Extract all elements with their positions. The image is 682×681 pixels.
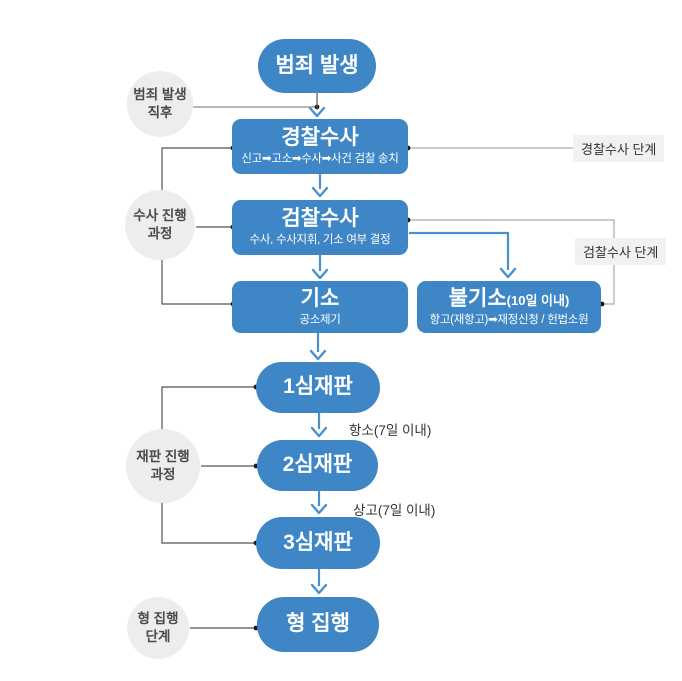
node-title: 1심재판 (283, 375, 353, 399)
wire-trial1-to-trial2 (310, 413, 328, 438)
node-title: 불기소 (448, 286, 507, 310)
node-title-row: 불기소(10일 이내) (449, 287, 570, 311)
phase-line: 과정 (150, 467, 176, 482)
node-prosecution-investigation: 검찰수사 수사, 수사지휘, 기소 여부 결정 (232, 200, 408, 255)
wire-police-to-prosecution (311, 174, 329, 198)
node-title-note: (10일 이내) (506, 292, 570, 308)
wire-after-crime (193, 104, 320, 110)
edge-label-final-appeal: 상고(7일 이내) (353, 503, 436, 518)
stage-label-police: 경찰수사 단계 (573, 135, 665, 162)
wire-trial3-to-execution (310, 569, 328, 595)
wire-crime-to-police (308, 93, 326, 118)
phase-line: 과정 (147, 226, 173, 241)
edge-label-appeal: 항소(7일 이내) (349, 423, 432, 438)
node-title: 경찰수사 (281, 126, 359, 150)
node-second-trial: 2심재판 (257, 440, 378, 491)
phase-circle-after-crime: 범죄 발생 직후 (127, 71, 193, 137)
phase-line: 형 집행 (137, 611, 179, 627)
wire-execution-stage (190, 625, 259, 631)
wire-prosecution-to-nonindictment (409, 231, 517, 279)
node-third-trial: 3심재판 (256, 517, 380, 569)
node-subtitle: 신고➡고소➡수사➡사건 검찰 송치 (241, 153, 399, 166)
wire-police-stage (405, 145, 578, 151)
wire-prosecution-to-indictment (311, 255, 329, 280)
node-title: 기소 (300, 286, 340, 310)
phase-circle-trial: 재판 진행 과정 (126, 429, 200, 503)
node-crime-occurrence: 범죄 발생 (258, 39, 376, 93)
node-sentence-execution: 형 집행 (257, 597, 379, 652)
node-title: 3심재판 (283, 530, 353, 554)
node-subtitle: 항고(재항고)➡재정신청 / 헌법소원 (429, 313, 589, 326)
node-first-trial: 1심재판 (256, 362, 380, 413)
node-title: 범죄 발생 (275, 53, 359, 77)
phase-circle-execution: 형 집행 단계 (127, 597, 189, 659)
phase-line: 단계 (145, 629, 171, 644)
node-non-indictment: 불기소(10일 이내) 항고(재항고)➡재정신청 / 헌법소원 (417, 281, 601, 333)
phase-line: 직후 (147, 105, 173, 120)
phase-line: 범죄 발생 (133, 87, 187, 103)
phase-circle-investigation: 수사 진행 과정 (125, 190, 195, 260)
wire-indictment-to-trial1 (309, 333, 327, 361)
node-subtitle: 수사, 수사지휘, 기소 여부 결정 (249, 234, 391, 247)
wire-trial2-to-trial3 (310, 491, 328, 515)
node-title: 검찰수사 (281, 207, 359, 231)
node-subtitle: 공소제기 (299, 313, 341, 326)
node-title: 형 집행 (286, 612, 350, 636)
stage-label-prosecution: 검찰수사 단계 (575, 238, 667, 265)
node-indictment: 기소 공소제기 (232, 281, 408, 333)
node-title: 2심재판 (282, 453, 353, 477)
phase-line: 수사 진행 (133, 208, 187, 224)
node-police-investigation: 경찰수사 신고➡고소➡수사➡사건 검찰 송치 (232, 119, 408, 174)
phase-line: 재판 진행 (136, 449, 190, 465)
